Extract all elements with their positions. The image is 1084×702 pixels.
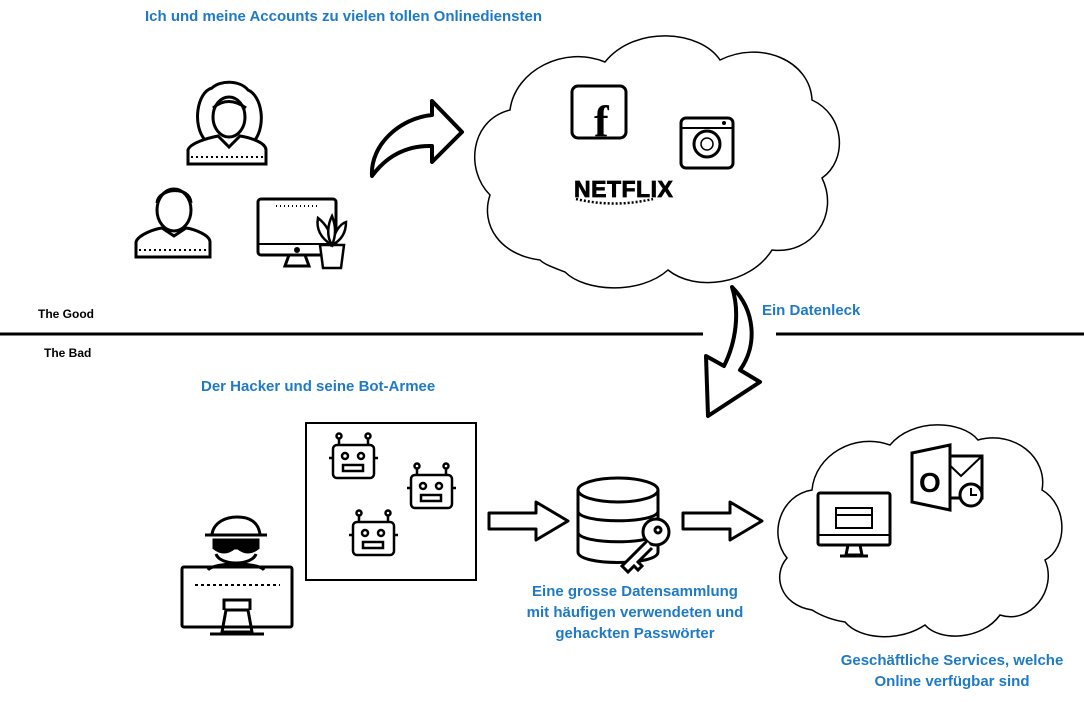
outlook-logo-text: O [919,467,941,498]
man-user-icon [134,187,212,259]
database-caption-line-3: gehackten Passwörter [555,625,715,642]
leak-label: Ein Datenleck [762,302,861,319]
robot-icon [349,509,398,557]
top-cloud [473,35,841,289]
outlook-icon: O [910,443,984,512]
hacker-caption: Der Hacker und seine Bot-Armee [201,378,436,395]
services-caption: Geschäftliche Services, welche Online ve… [820,650,1084,692]
woman-user-icon [186,80,268,166]
instagram-icon [679,116,735,170]
services-caption-line-2: Online verfügbar sind [874,673,1030,690]
database-caption: Eine grosse Datensammlung mit häufigen v… [505,581,765,644]
database-caption-line-1: Eine grosse Datensammlung [532,583,738,600]
facebook-icon: f [570,84,628,146]
robot-icon [407,462,456,510]
services-cloud [777,424,1063,638]
section-bad-label: The Bad [44,346,92,360]
facebook-logo-text: f [594,97,610,146]
database-caption-line-2: mit häufigen verwendeten und [526,604,744,621]
netflix-icon: NETFLIX [574,176,673,205]
top-caption: Ich und meine Accounts zu vielen tollen … [145,8,543,25]
curved-arrow-right [369,99,464,178]
robot-icon [329,432,378,480]
arrow-to-services [681,500,764,542]
leak-arrow-down [704,285,762,418]
services-caption-line-1: Geschäftliche Services, welche [840,652,1064,669]
hacker-laptop-icon [180,565,294,636]
key-icon [619,517,671,575]
hacker-icon [205,515,267,572]
section-good-label: The Good [38,307,94,321]
plant-icon [316,212,348,270]
arrow-to-database [487,500,570,542]
database-icon [576,476,660,564]
netflix-logo-text: NETFLIX [574,176,673,202]
bot-army-box [305,422,477,581]
monitor-icon [816,491,892,558]
